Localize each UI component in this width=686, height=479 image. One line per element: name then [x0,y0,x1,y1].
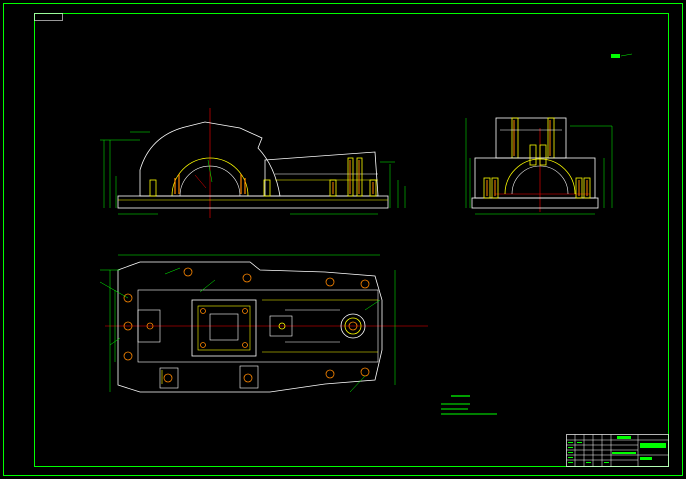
sheet-inner-border [34,13,669,467]
top-view-drawing [99,254,428,393]
side-view-drawing [465,117,613,215]
sheet-outer-border [3,3,683,476]
front-view-drawing [100,108,406,218]
drawing-number-box [34,13,63,21]
scale-note-mark [611,53,633,58]
title-block [566,434,669,467]
technical-notes [441,395,497,415]
